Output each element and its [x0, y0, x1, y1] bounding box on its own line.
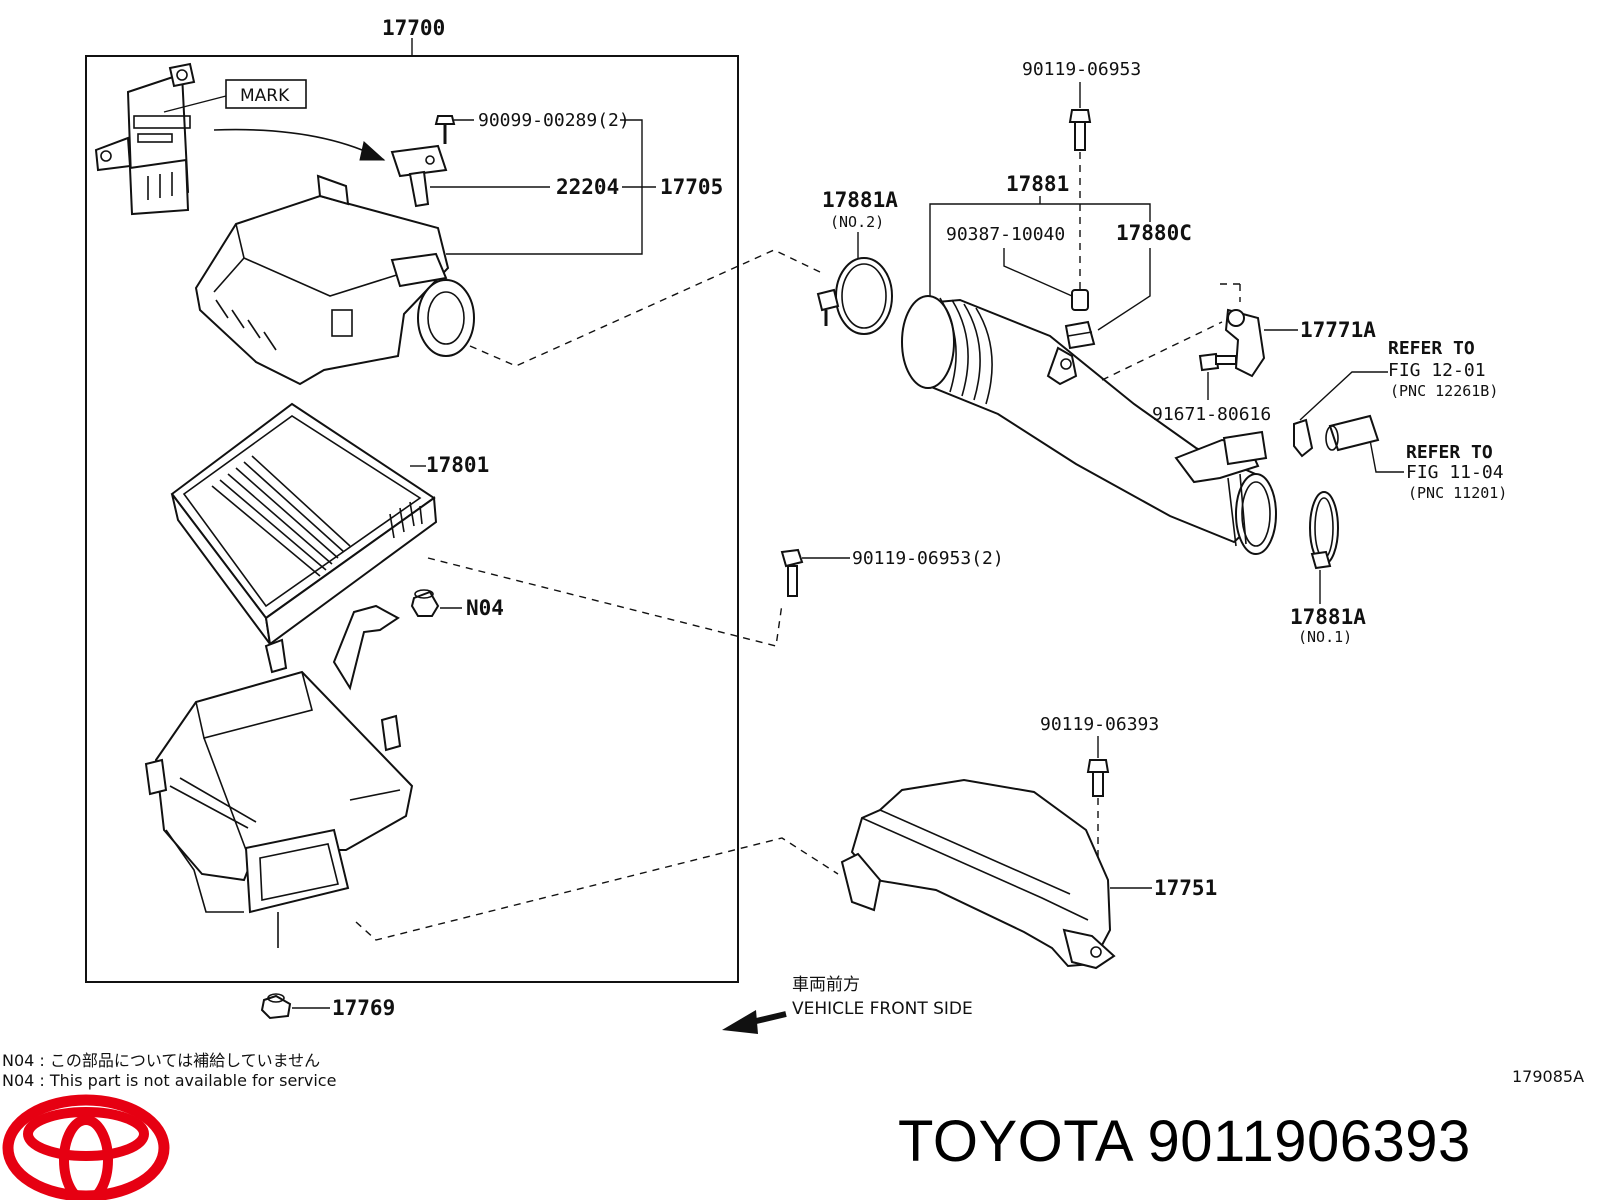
label-17801: 17801: [426, 453, 489, 477]
label-refer2-line1: REFER TO: [1406, 442, 1493, 463]
label-refer1-line3: (PNC 12261B): [1390, 382, 1498, 400]
bolt-90119-06953-top: [1068, 109, 1092, 151]
hose-clamp-no1: [1309, 491, 1339, 570]
air-intake-duct-17751: [840, 778, 1116, 970]
hose-clamp-no2: [816, 257, 893, 335]
label-n04: N04: [466, 596, 504, 620]
label-no1: (NO.1): [1298, 628, 1352, 646]
air-flow-sensor-detail: [94, 62, 196, 216]
label-90099-00289: 90099-00289(2): [478, 110, 630, 131]
label-90119-06393: 90119-06393: [1040, 714, 1159, 735]
grommet-17880c: [1064, 320, 1096, 350]
detail-arrow: [213, 128, 385, 161]
grommet-17769: [260, 993, 292, 1020]
label-17881: 17881: [1006, 172, 1069, 196]
air-filter-element: [170, 402, 438, 646]
note-en: N04 : This part is not available for ser…: [2, 1071, 336, 1090]
brand-part-line: TOYOTA 9011906393: [898, 1108, 1471, 1175]
breather-tube: [1325, 414, 1380, 452]
label-90119-06953-top: 90119-06953: [1022, 59, 1141, 80]
figure-code: 179085A: [1512, 1067, 1584, 1086]
part-number: 9011906393: [1147, 1109, 1471, 1174]
label-91671-80616: 91671-80616: [1152, 404, 1271, 425]
label-17700: 17700: [382, 16, 445, 40]
toyota-logo: [2, 1094, 170, 1200]
front-arrow-shaft: [751, 1011, 787, 1025]
guide-case-to-duct: [355, 837, 839, 941]
label-refer2-line2: FIG 11-04: [1406, 462, 1504, 483]
label-front-en: VEHICLE FRONT SIDE: [792, 999, 973, 1019]
label-17881a-no1: 17881A: [1290, 605, 1366, 629]
label-17705: 17705: [660, 175, 723, 199]
label-refer1-line1: REFER TO: [1388, 338, 1475, 359]
bolt-91671-80616: [1198, 352, 1237, 372]
label-refer1-line2: FIG 12-01: [1388, 360, 1486, 381]
label-17881a-no2: 17881A: [822, 188, 898, 212]
label-no2: (NO.2): [830, 213, 884, 231]
note-jp: N04 : この部品については補給していません: [2, 1051, 320, 1070]
label-90387-10040: 90387-10040: [946, 224, 1065, 245]
bracket-17771a: [1224, 308, 1266, 378]
label-mark: MARK: [240, 86, 290, 106]
guide-filter-to-bolt: [427, 557, 783, 647]
pcv-connector: [1293, 418, 1314, 458]
air-cleaner-cap: [194, 174, 475, 386]
guide-cap-to-clamp: [469, 249, 821, 367]
label-17769: 17769: [332, 996, 395, 1020]
screw-90099: [434, 115, 456, 144]
label-refer2-line3: (PNC 11201): [1408, 484, 1507, 502]
bolt-90119-06393: [1086, 759, 1110, 797]
air-cleaner-case: [144, 604, 414, 948]
air-hose-17881: [901, 295, 1277, 555]
cushion-90387-10040: [1071, 289, 1089, 311]
air-flow-sensor-22204: [390, 144, 448, 208]
label-17751: 17751: [1154, 876, 1217, 900]
label-90119-06953-2: 90119-06953(2): [852, 548, 1004, 569]
label-front-jp: 車両前方: [792, 975, 860, 995]
bolt-90119-06953-mid: [780, 548, 804, 597]
mark-box: [225, 79, 307, 109]
label-17771a: 17771A: [1300, 318, 1376, 342]
label-17880c: 17880C: [1116, 221, 1192, 245]
brand-name: TOYOTA: [898, 1109, 1131, 1174]
label-22204: 22204: [556, 175, 619, 199]
front-arrow-head: [722, 1010, 758, 1034]
grommet-n04: [410, 589, 440, 617]
